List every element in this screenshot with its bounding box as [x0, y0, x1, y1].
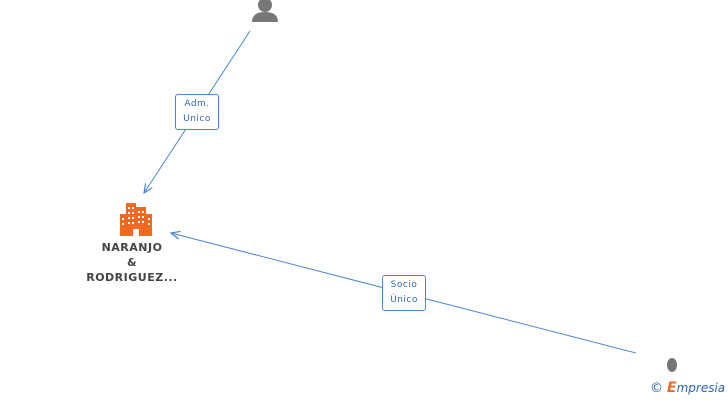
building-icon[interactable] [120, 203, 152, 236]
copyright-icon: © [650, 381, 663, 396]
company-name-line: NARANJO [101, 241, 163, 254]
edge-label-line: Unico [183, 114, 211, 124]
edge-label-socio-unico: Socio Único [382, 275, 426, 311]
edge-label-adm-unico: Adm. Unico [175, 94, 219, 130]
company-name-line: RODRIGUEZ... [86, 271, 178, 284]
company-name-line: & [126, 256, 138, 269]
edge-label-line: Adm. [184, 99, 210, 109]
person-icon[interactable] [667, 358, 677, 372]
edge-label-line: Socio [390, 280, 418, 290]
person-icon[interactable] [252, 0, 278, 22]
edge-label-line: Único [390, 295, 418, 305]
brand-initial: E [667, 380, 677, 396]
brand-name: mpresia [676, 381, 726, 395]
company-name-label[interactable]: NARANJO & RODRIGUEZ... [80, 240, 184, 285]
empresia-watermark: © Empresia [650, 380, 725, 396]
